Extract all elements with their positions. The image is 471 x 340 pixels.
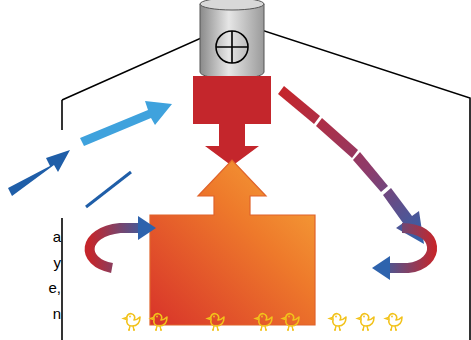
wall-lower bbox=[61, 218, 63, 340]
circulation-arrow bbox=[90, 216, 156, 268]
chimney bbox=[200, 4, 264, 79]
fan-symbol bbox=[216, 31, 248, 63]
circulation-arrow bbox=[372, 228, 432, 280]
chick-icon bbox=[151, 314, 168, 330]
chick-icon bbox=[256, 314, 273, 330]
inlet-flap bbox=[86, 172, 131, 207]
fresh-air-arrow bbox=[8, 150, 70, 196]
text-fragment: n bbox=[53, 306, 61, 321]
chick-row bbox=[124, 314, 403, 330]
mixing-arrow bbox=[278, 86, 424, 244]
chick-icon bbox=[386, 314, 403, 330]
text-fragment: y bbox=[54, 255, 62, 270]
exhaust-box bbox=[193, 76, 271, 124]
chick-icon bbox=[208, 314, 225, 330]
wall-upper bbox=[61, 100, 63, 130]
heat-block bbox=[150, 160, 315, 325]
chick-icon bbox=[358, 314, 375, 330]
chick-icon bbox=[124, 314, 141, 330]
text-fragment: a bbox=[53, 229, 61, 244]
chick-icon bbox=[283, 314, 300, 330]
text-fragment: e, bbox=[48, 280, 61, 295]
fresh-air-arrow bbox=[80, 101, 172, 146]
roof-outline bbox=[62, 22, 470, 340]
chick-icon bbox=[330, 314, 347, 330]
